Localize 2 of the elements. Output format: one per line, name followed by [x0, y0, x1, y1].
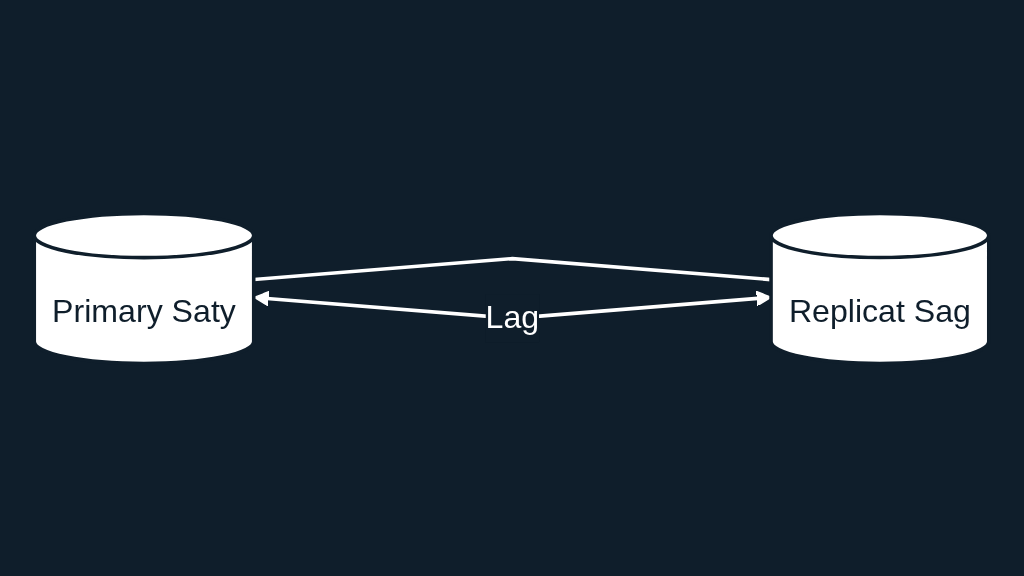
- edge-label: Lag: [486, 299, 540, 335]
- connector: [254, 256, 772, 281]
